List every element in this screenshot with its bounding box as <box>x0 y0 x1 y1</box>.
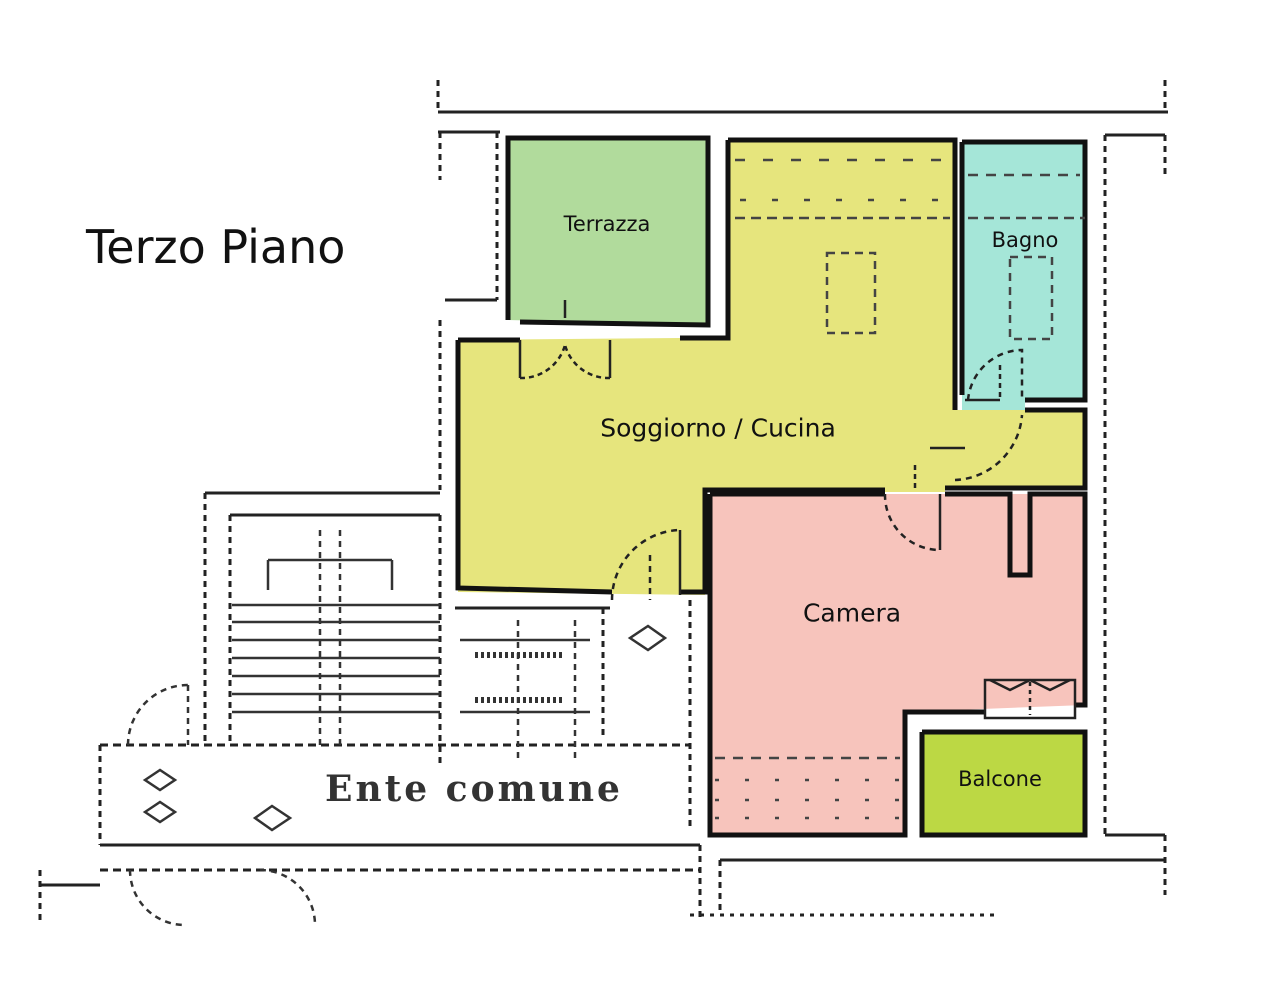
room-bagno <box>962 142 1085 410</box>
apartment-walls <box>455 135 1088 838</box>
door-swings <box>518 300 1077 720</box>
room-soggiorno <box>458 140 1085 595</box>
room-balcone <box>922 732 1085 835</box>
room-label-terrazza: Terrazza <box>563 212 651 236</box>
room-camera <box>710 494 1085 835</box>
staircase <box>232 530 590 760</box>
page-title: Terzo Piano <box>86 220 346 274</box>
room-label-soggiorno: Soggiorno / Cucina <box>600 413 836 443</box>
interior-fixtures <box>715 158 1085 820</box>
room-terrazza <box>508 138 708 325</box>
room-label-camera: Camera <box>802 598 902 628</box>
room-label-balcone: Balcone <box>958 767 1042 791</box>
common-area-doors <box>126 624 668 927</box>
common-area-label: Ente comune <box>325 768 623 810</box>
room-label-bagno: Bagno <box>991 228 1059 252</box>
